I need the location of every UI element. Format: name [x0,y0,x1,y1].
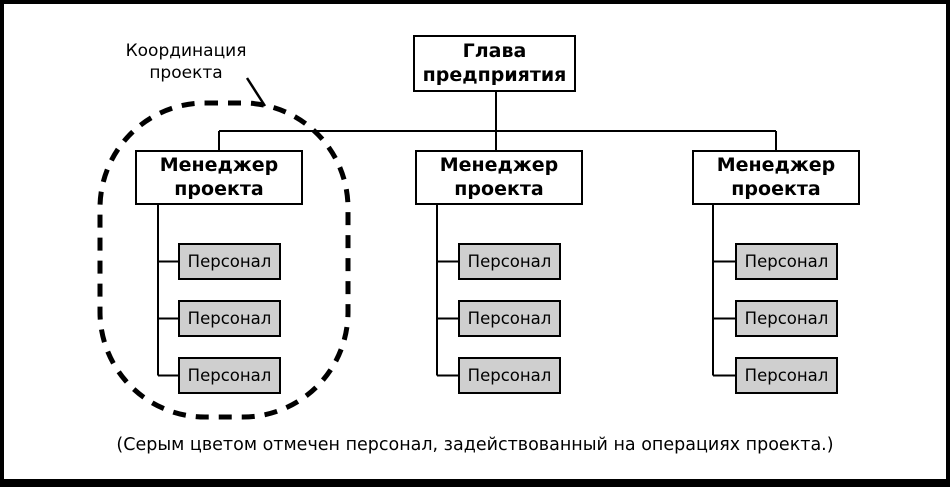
project-manager-box-3: Менеджер проекта [692,150,860,205]
staff-box: Персонал [458,300,561,337]
staff-box: Персонал [458,357,561,394]
staff-box: Персонал [178,357,281,394]
project-manager-box-1: Менеджер проекта [135,150,303,205]
staff-box: Персонал [178,243,281,280]
diagram-caption: (Серым цветом отмечен персонал, задейств… [116,435,834,455]
staff-box: Персонал [178,300,281,337]
staff-box: Персонал [735,243,838,280]
staff-box: Персонал [458,243,561,280]
coordination-ellipse [97,100,351,420]
staff-box: Персонал [735,300,838,337]
annotation-pointer-line [245,77,267,107]
connector-lines [97,77,777,420]
project-manager-box-2: Менеджер проекта [415,150,583,205]
coordination-label: Координация проекта [125,41,247,83]
hierarchy-connectors [157,92,777,377]
head-of-enterprise-box: Глава предприятия [413,35,576,92]
staff-box: Персонал [735,357,838,394]
